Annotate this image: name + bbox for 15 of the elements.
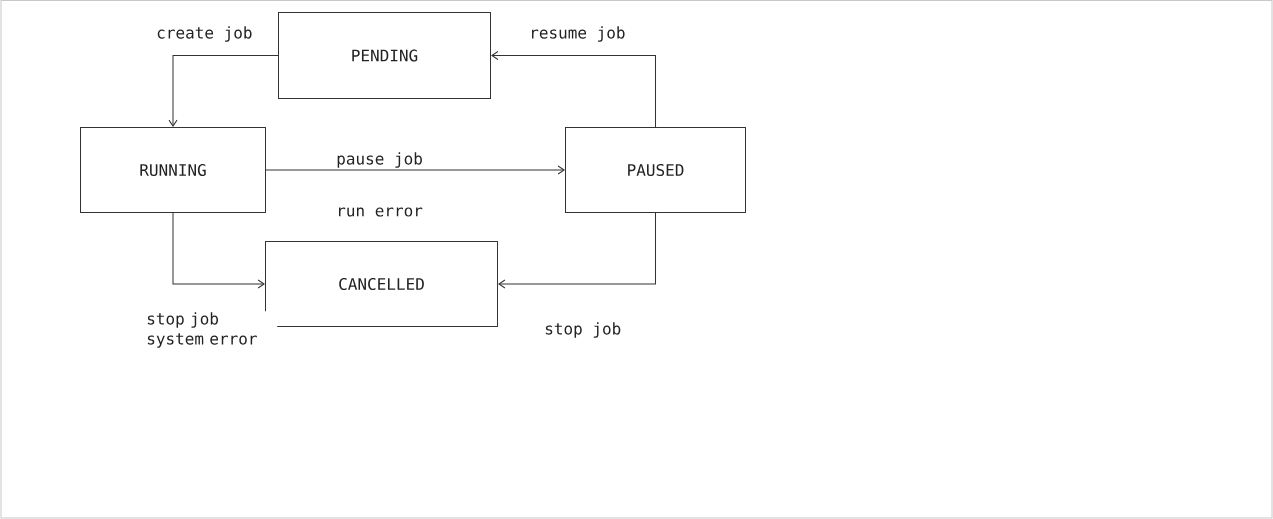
arrow [172, 212, 265, 289]
arrow [265, 165, 565, 175]
state-box: PENDING [278, 12, 491, 99]
arrow [498, 212, 656, 289]
state-box: PAUSED [565, 127, 746, 213]
transition-label: run error [339, 207, 423, 217]
edge-label: pause job [335, 151, 424, 169]
edge-label: create job [155, 25, 254, 43]
state-box: CANCELLED [265, 241, 498, 327]
edge-label: stop job [543, 321, 623, 339]
edge-label: stop job system error [145, 311, 278, 349]
arrow [491, 51, 656, 128]
edge-label: resume job [528, 25, 627, 43]
arrow [168, 55, 279, 127]
state-box: RUNNING [80, 127, 266, 213]
